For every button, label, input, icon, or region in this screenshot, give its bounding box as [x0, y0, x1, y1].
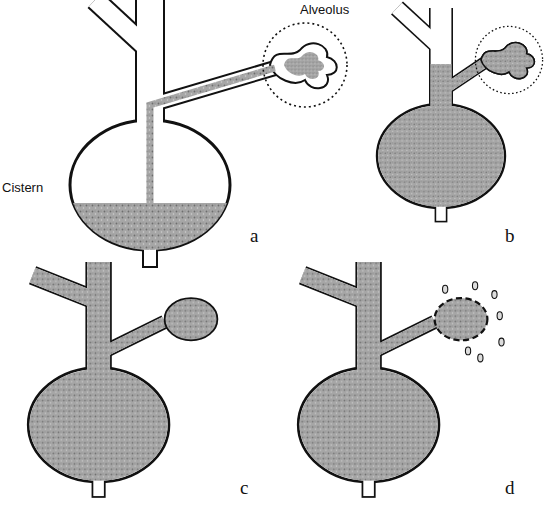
panel-letter: a [250, 226, 258, 247]
panel-letter: b [505, 226, 515, 247]
gland-panel [377, 8, 543, 222]
alveolus-outline [263, 23, 347, 107]
milk-droplet [492, 291, 497, 299]
alveolus-outline [475, 26, 542, 93]
milk [303, 262, 435, 376]
milk-droplet [443, 285, 448, 293]
alveolus [435, 298, 488, 340]
milk-droplet [499, 338, 504, 346]
milk [441, 62, 485, 112]
milk [30, 369, 168, 481]
cistern [298, 368, 439, 482]
milk-stream [150, 68, 275, 205]
alveolus [270, 43, 337, 88]
panel-letter: d [505, 478, 515, 499]
gland-panel [65, 0, 347, 268]
gland-panel [28, 262, 217, 498]
milk-droplet [472, 282, 477, 290]
alveolus [481, 43, 534, 79]
milk [65, 203, 235, 263]
milk-droplet [497, 312, 502, 320]
part-label: Cistern [2, 181, 43, 195]
alveolus [165, 298, 218, 340]
alveolus [481, 43, 534, 79]
milk [33, 262, 165, 376]
panel-letter: c [240, 478, 248, 499]
cistern [377, 104, 505, 208]
milk-droplet [478, 354, 483, 362]
milk [300, 369, 438, 481]
gland-panel [298, 262, 504, 498]
milk [284, 52, 324, 79]
cistern [28, 368, 169, 482]
milk [378, 105, 504, 207]
milk-droplet [465, 347, 470, 355]
part-label: Alveolus [300, 3, 349, 17]
